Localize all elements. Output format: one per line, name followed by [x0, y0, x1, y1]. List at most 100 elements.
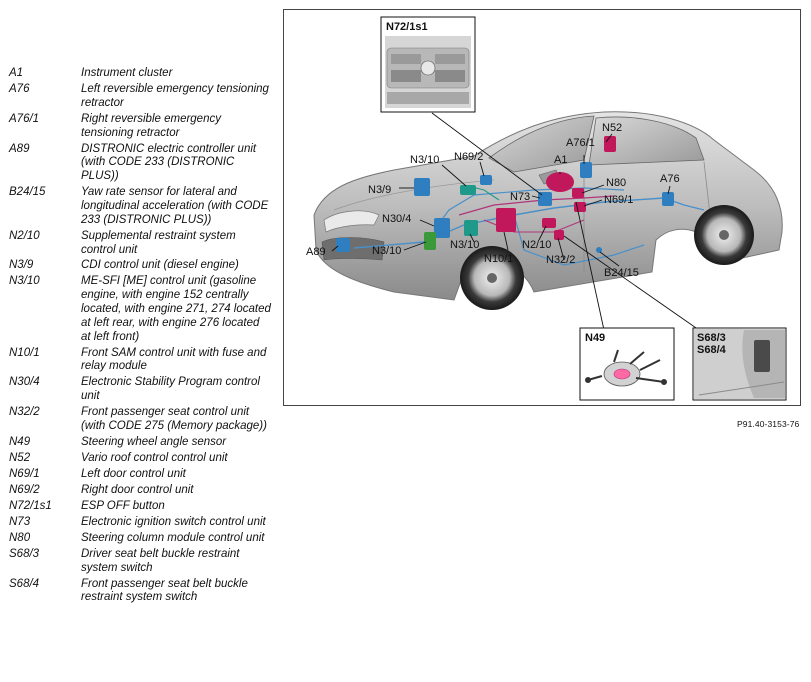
legend-row: N10/1 Front SAM control unit with fuse an… — [9, 347, 271, 375]
legend-description: ESP OFF button — [81, 499, 165, 512]
callout-n3-9: N3/9 — [368, 184, 391, 196]
legend-code: S68/3 — [9, 547, 40, 560]
module-n30-4 — [434, 218, 450, 238]
module-n3-10-left — [424, 232, 436, 250]
module-n32-2 — [554, 230, 564, 240]
rear-wheel-hub — [719, 230, 729, 240]
legend-code: N73 — [9, 515, 31, 528]
legend-description: Left door control unit — [81, 467, 186, 480]
legend-description: CDI control unit (diesel engine) — [81, 259, 239, 272]
legend-description: DISTRONIC electric controller unit (with… — [81, 142, 257, 183]
callout-a1: A1 — [554, 154, 567, 166]
legend-description: Front SAM control unit with fuse and rel… — [81, 346, 267, 373]
module-n73 — [538, 192, 552, 206]
module-n3-10-mid — [464, 220, 478, 236]
legend-code: N52 — [9, 451, 31, 464]
legend-description: Instrument cluster — [81, 67, 173, 79]
module-n2-10 — [542, 218, 556, 228]
leader-lines — [331, 112, 700, 331]
module-n10-1 — [496, 208, 516, 232]
callout-n10-1: N10/1 — [484, 253, 513, 265]
legend-row: A76/1 Right reversible emergency tensioni… — [9, 113, 271, 141]
callout-n69-1: N69/1 — [604, 194, 633, 206]
inset-esp-off-button: N72/1s1 — [380, 16, 476, 113]
legend-description: Steering wheel angle sensor — [81, 435, 227, 448]
legend-row: N3/9 CDI control unit (diesel engine) — [9, 259, 271, 273]
component-location-diagram: N52 A76/1 N3/10 N69/2 A1 N3/9 N73 N80 N6… — [283, 9, 801, 406]
diagram-svg: N52 A76/1 N3/10 N69/2 A1 N3/9 N73 N80 N6… — [306, 16, 787, 401]
legend-code: A76/1 — [9, 112, 40, 125]
legend-code: N10/1 — [9, 346, 40, 359]
module-a1 — [546, 172, 574, 192]
callout-n3-10-bottom-left: N3/10 — [372, 245, 401, 257]
legend-description: Supplemental restraint system control un… — [81, 229, 236, 256]
inset-n49-label: N49 — [585, 332, 605, 344]
wiring-blue-2 — [433, 187, 625, 231]
legend-code: N72/1s1 — [9, 499, 52, 512]
legend-row: N3/10 ME-SFI [ME] control unit (gasoline … — [9, 275, 271, 344]
legend-description: Steering column module control unit — [81, 531, 265, 544]
legend-description: Right door control unit — [81, 483, 194, 496]
module-n3-9 — [414, 178, 430, 196]
legend-description: Left reversible emergency tensioning ret… — [81, 82, 269, 109]
legend-description: Front passenger seat control unit (with … — [81, 406, 267, 432]
legend-code: N80 — [9, 531, 31, 544]
inset-top-label: N72/1s1 — [386, 21, 428, 33]
inset-n49: N49 — [579, 327, 675, 401]
legend-row: N69/1 Left door control unit — [9, 468, 271, 482]
legend-description: Right reversible emergency tensioning re… — [81, 112, 221, 139]
side-window — [588, 116, 705, 166]
legend-code: A76 — [9, 82, 30, 95]
legend-code: N69/1 — [9, 467, 40, 480]
module-n52 — [604, 136, 616, 152]
legend-description: ME-SFI [ME] control unit (gasoline engin… — [81, 275, 271, 343]
module-n80 — [572, 188, 584, 198]
callout-n3-10-top: N3/10 — [410, 154, 439, 166]
module-a76 — [662, 192, 674, 206]
figure-reference: P91.40-3153-76 — [737, 419, 800, 429]
legend-row: S68/3 Driver seat belt buckle restraint s… — [9, 548, 271, 576]
legend-code: N30/4 — [9, 376, 40, 389]
legend-code: S68/4 — [9, 577, 40, 590]
legend-row: A76 Left reversible emergency tensioning … — [9, 83, 271, 111]
modules — [336, 136, 674, 253]
legend-description: Yaw rate sensor for lateral and longitud… — [81, 186, 269, 226]
inset-s68-label-1: S68/3 — [697, 332, 726, 344]
callout-n3-10-mid: N3/10 — [450, 239, 479, 251]
legend-row: B24/15 Yaw rate sensor for lateral and lo… — [9, 186, 271, 227]
callout-labels: N52 A76/1 N3/10 N69/2 A1 N3/9 N73 N80 N6… — [306, 122, 680, 279]
legend-row: N52 Vario roof control control unit — [9, 452, 271, 466]
callout-b24-15: B24/15 — [604, 267, 639, 279]
callout-n2-10: N2/10 — [522, 239, 551, 251]
callout-n32-2: N32/2 — [546, 254, 575, 266]
module-a89 — [336, 238, 350, 252]
callout-n52: N52 — [602, 122, 622, 134]
legend-description: Driver seat belt buckle restraint system… — [81, 547, 240, 574]
legend-description: Vario roof control control unit — [81, 451, 228, 464]
module-b24-15 — [596, 247, 602, 253]
front-wheel-hub — [487, 273, 497, 283]
module-a76-1 — [580, 162, 592, 178]
callout-n73: N73 — [510, 191, 530, 203]
legend-code: N3/10 — [9, 275, 40, 288]
module-n69-1 — [574, 202, 586, 212]
legend-code: B24/15 — [9, 186, 46, 199]
legend-code: A1 — [9, 67, 24, 79]
windshield — [488, 115, 595, 173]
legend-row: N72/1s1 ESP OFF button — [9, 500, 271, 514]
legend-code: N3/9 — [9, 259, 34, 272]
car-illustration — [313, 111, 783, 310]
legend-code: N2/10 — [9, 229, 40, 242]
callout-a89: A89 — [306, 246, 326, 258]
module-n69-2 — [480, 175, 492, 185]
module-n3-10-top — [460, 185, 476, 195]
legend-row: N80 Steering column module control unit — [9, 532, 271, 546]
